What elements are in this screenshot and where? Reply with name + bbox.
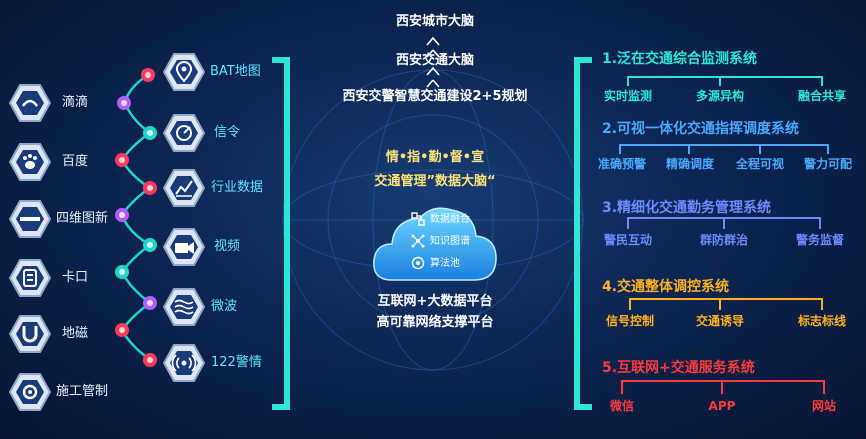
left-source-checkpoint: [8, 259, 52, 301]
broadcast-icon: [162, 344, 206, 382]
system-title-duty: 3.精细化交通勤务管理系统: [602, 200, 772, 216]
right-source-122-alert: [162, 344, 206, 386]
left-source-label: 施工管制: [56, 384, 109, 399]
chain-node: [141, 68, 155, 82]
system-item: 警务监督: [795, 233, 845, 247]
system-item: 全程可视: [735, 157, 785, 171]
title-plan: 西安交警智慧交通建设2+5规划: [342, 89, 528, 104]
construction-gear-icon: [8, 373, 52, 411]
left-source-label: 卡口: [62, 270, 89, 285]
platform-network-support: 高可靠网络支撑平台: [376, 315, 494, 330]
video-camera-icon: [162, 228, 206, 266]
system-title-monitoring: 1.泛在交通综合监测系统: [602, 51, 758, 67]
right-source-label: 信令: [214, 125, 241, 140]
left-source-construction: [8, 373, 52, 415]
left-bracket: [272, 57, 290, 410]
right-source-bat-map: [162, 53, 206, 95]
right-source-label: 122警情: [211, 355, 262, 370]
chain-node: [115, 208, 129, 222]
right-source-label: 视频: [214, 239, 241, 254]
chain-node: [143, 353, 157, 367]
system-item: 准确预警: [597, 157, 647, 171]
left-source-baidu: [8, 143, 52, 185]
line-chart-icon: [162, 169, 206, 207]
right-source-label: BAT地图: [210, 64, 261, 79]
right-source-video: [162, 228, 206, 270]
center-caption-2: 交通管理”数据大脑“: [374, 174, 496, 189]
cloud-item-label: 知识图谱: [430, 236, 470, 247]
system-item: 群防群治: [699, 233, 749, 247]
platform-internet-big-data: 互联网+大数据平台: [377, 294, 493, 309]
up-arrow-icon: [426, 66, 440, 88]
system-item: 多源异构: [695, 89, 745, 103]
system-item: 微信: [609, 399, 635, 413]
left-source-label: 地磁: [62, 326, 89, 341]
cloud-item-label: 数据融合: [430, 214, 470, 225]
system-item: 网站: [811, 399, 837, 413]
signal-scan-icon: [162, 114, 206, 152]
cloud-shape: [373, 207, 497, 281]
system-title-dispatch: 2.可视一体化交通指挥调度系统: [602, 121, 800, 137]
system-item: 警民互动: [603, 233, 653, 247]
left-source-magnet: [8, 315, 52, 357]
left-source-label: 滴滴: [62, 95, 89, 110]
chain-node: [115, 153, 129, 167]
center-caption-1: 情•指•勤•督•宣: [385, 150, 485, 165]
title-city-brain: 西安城市大脑: [395, 14, 474, 29]
chain-node: [143, 181, 157, 195]
system-item: 标志标线: [797, 314, 847, 328]
data-fusion-icon: [411, 212, 425, 226]
algorithm-icon: [411, 256, 425, 270]
system-item: 交通诱导: [695, 314, 745, 328]
chain-node: [115, 323, 129, 337]
left-source-navinfo: [8, 200, 52, 242]
system-title-service: 5.互联网+交通服务系统: [602, 360, 755, 376]
system-item: 精确调度: [665, 157, 715, 171]
cloud-item-label: 算法池: [430, 258, 460, 269]
right-source-signaling: [162, 114, 206, 156]
title-traffic-brain: 西安交通大脑: [395, 53, 474, 68]
right-source-microwave: [162, 288, 206, 330]
right-bracket: [574, 57, 592, 410]
up-arrow-icon: [426, 36, 440, 58]
checkpoint-icon: [8, 259, 52, 297]
right-source-label: 微波: [211, 299, 238, 314]
chain-node: [143, 126, 157, 140]
right-source-industry-data: [162, 169, 206, 211]
map-pin-icon: [162, 53, 206, 91]
system-title-control: 4.交通整体调控系统: [602, 279, 730, 295]
knowledge-graph-icon: [411, 234, 425, 248]
left-source-label: 四维图新: [56, 211, 109, 226]
system-item: 警力可配: [803, 157, 853, 171]
chain-node: [117, 96, 131, 110]
chain-node: [143, 296, 157, 310]
baidu-paw-icon: [8, 143, 52, 181]
left-source-label: 百度: [62, 154, 89, 169]
system-item: 融合共享: [797, 89, 847, 103]
didi-icon: [8, 84, 52, 122]
navinfo-icon: [8, 200, 52, 238]
system-item: 信号控制: [605, 314, 655, 328]
chain-node: [115, 265, 129, 279]
magnet-icon: [8, 315, 52, 353]
system-item: APP: [708, 399, 736, 413]
chain-node: [143, 238, 157, 252]
left-source-didi: [8, 84, 52, 126]
right-source-label: 行业数据: [211, 180, 264, 195]
microwave-icon: [162, 288, 206, 326]
system-item: 实时监测: [603, 89, 653, 103]
